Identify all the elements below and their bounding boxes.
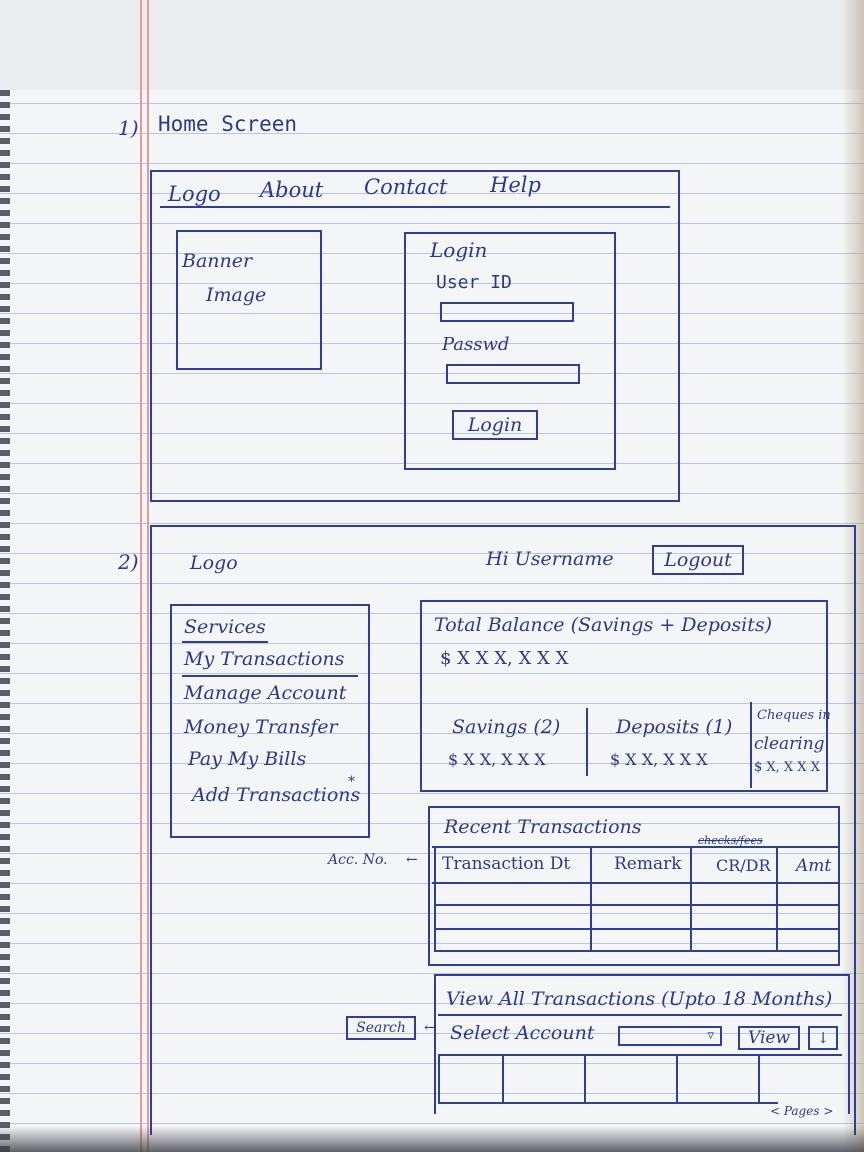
all-transactions-title: View All Transactions (Upto 18 Months) [446, 988, 833, 1010]
cheques-value: $ X, X X X [754, 760, 820, 775]
chevron-down-icon: ▿ [707, 1028, 714, 1043]
recent-col-line-0 [434, 846, 436, 952]
total-balance-title: Total Balance (Savings + Deposits) [434, 614, 772, 636]
cheques-label-line2: clearing [754, 734, 825, 754]
sidebar-item-my-transactions[interactable]: My Transactions [184, 648, 345, 670]
results-col-line-0 [438, 1054, 440, 1104]
margin-line-1 [140, 0, 142, 1152]
all-transactions-panel [434, 974, 850, 1114]
banner-label-line2: Image [206, 284, 267, 306]
col-header-transaction-dt[interactable]: Transaction Dt [442, 854, 571, 874]
recent-col-line-3 [776, 846, 778, 952]
table-row [434, 904, 838, 906]
results-col-line-1 [502, 1054, 504, 1104]
sidebar-heading-services: Services [184, 616, 266, 638]
page-top-margin [0, 0, 864, 90]
nav-help-link[interactable]: Help [490, 173, 541, 197]
login-button[interactable]: Login [452, 410, 538, 440]
password-input[interactable] [446, 364, 580, 384]
my-transactions-underline [182, 675, 358, 677]
col-header-amt[interactable]: Amt [796, 856, 832, 876]
screen1-title: Home Screen [158, 112, 298, 136]
download-icon[interactable]: ↓ [808, 1026, 838, 1050]
recent-header-bottom-line [432, 882, 838, 884]
recent-transactions-title: Recent Transactions [444, 816, 642, 838]
select-account-label: Select Account [450, 1022, 595, 1044]
password-label: Passwd [442, 334, 510, 355]
services-sidebar [170, 604, 370, 838]
total-balance-value: $ X X X, X X X [440, 648, 569, 669]
deposits-cheques-divider [750, 702, 752, 788]
select-row-top-line [438, 1014, 842, 1016]
add-transactions-asterisk: * [348, 774, 355, 790]
userid-input[interactable] [440, 302, 574, 322]
margin-line-2 [147, 0, 149, 1152]
spiral-holes [0, 90, 10, 1152]
banner-image-box [176, 230, 322, 370]
sidebar-item-pay-my-bills[interactable]: Pay My Bills [188, 748, 307, 770]
screen2-marker: 2) [118, 550, 139, 574]
nav-divider [160, 206, 670, 208]
pagination[interactable]: < Pages > [770, 1104, 834, 1118]
results-header-line [438, 1054, 842, 1056]
recent-header-top-line [432, 846, 838, 848]
login-heading: Login [430, 238, 488, 262]
search-button[interactable]: Search [346, 1016, 416, 1040]
savings-label[interactable]: Savings (2) [452, 716, 561, 738]
savings-deposits-divider [586, 708, 588, 776]
table-row [434, 928, 838, 930]
table-row [434, 950, 838, 952]
savings-value: $ X X, X X X [448, 750, 546, 769]
sidebar-item-manage-account[interactable]: Manage Account [184, 682, 347, 704]
page-shadow-right [842, 0, 864, 1152]
results-col-line-2 [584, 1054, 586, 1104]
arrow-left-icon: ← [406, 852, 418, 868]
greeting-text: Hi Username [486, 548, 614, 570]
recent-col-line-1 [590, 846, 592, 952]
cheques-label-line1: Cheques in [757, 708, 831, 723]
results-col-line-4 [758, 1054, 760, 1104]
col-header-cr-dr[interactable]: CR/DR [716, 856, 771, 875]
nav-contact-link[interactable]: Contact [364, 175, 448, 199]
banner-label-line1: Banner [182, 250, 253, 272]
results-col-line-3 [676, 1054, 678, 1104]
results-bottom-line [438, 1102, 778, 1104]
nav-logo[interactable]: Logo [168, 182, 221, 206]
col-header-remark[interactable]: Remark [614, 854, 682, 874]
arrow-left-icon: ← [424, 1020, 436, 1036]
home-screen-frame [150, 170, 680, 502]
sidebar-item-add-transactions[interactable]: Add Transactions [192, 784, 361, 806]
page-shadow-bottom [0, 1126, 864, 1152]
dashboard-frame [150, 525, 856, 1135]
checks-fees-note: checks/fees [698, 834, 763, 847]
select-account-dropdown[interactable]: ▿ [618, 1026, 722, 1046]
dashboard-logo[interactable]: Logo [190, 552, 238, 574]
total-balance-panel [420, 600, 828, 792]
screen1-marker: 1) [118, 116, 139, 140]
login-panel [404, 232, 616, 470]
recent-transactions-panel [428, 806, 840, 966]
logout-button[interactable]: Logout [652, 545, 744, 575]
deposits-value: $ X X, X X X [610, 750, 708, 769]
acc-no-label: Acc. No. [328, 852, 388, 868]
recent-col-line-2 [690, 846, 692, 952]
services-underline [182, 641, 268, 643]
view-button[interactable]: View [738, 1026, 800, 1050]
deposits-label[interactable]: Deposits (1) [616, 716, 733, 738]
nav-about-link[interactable]: About [260, 178, 324, 202]
userid-label: User ID [436, 272, 512, 293]
sidebar-item-money-transfer[interactable]: Money Transfer [184, 716, 338, 738]
